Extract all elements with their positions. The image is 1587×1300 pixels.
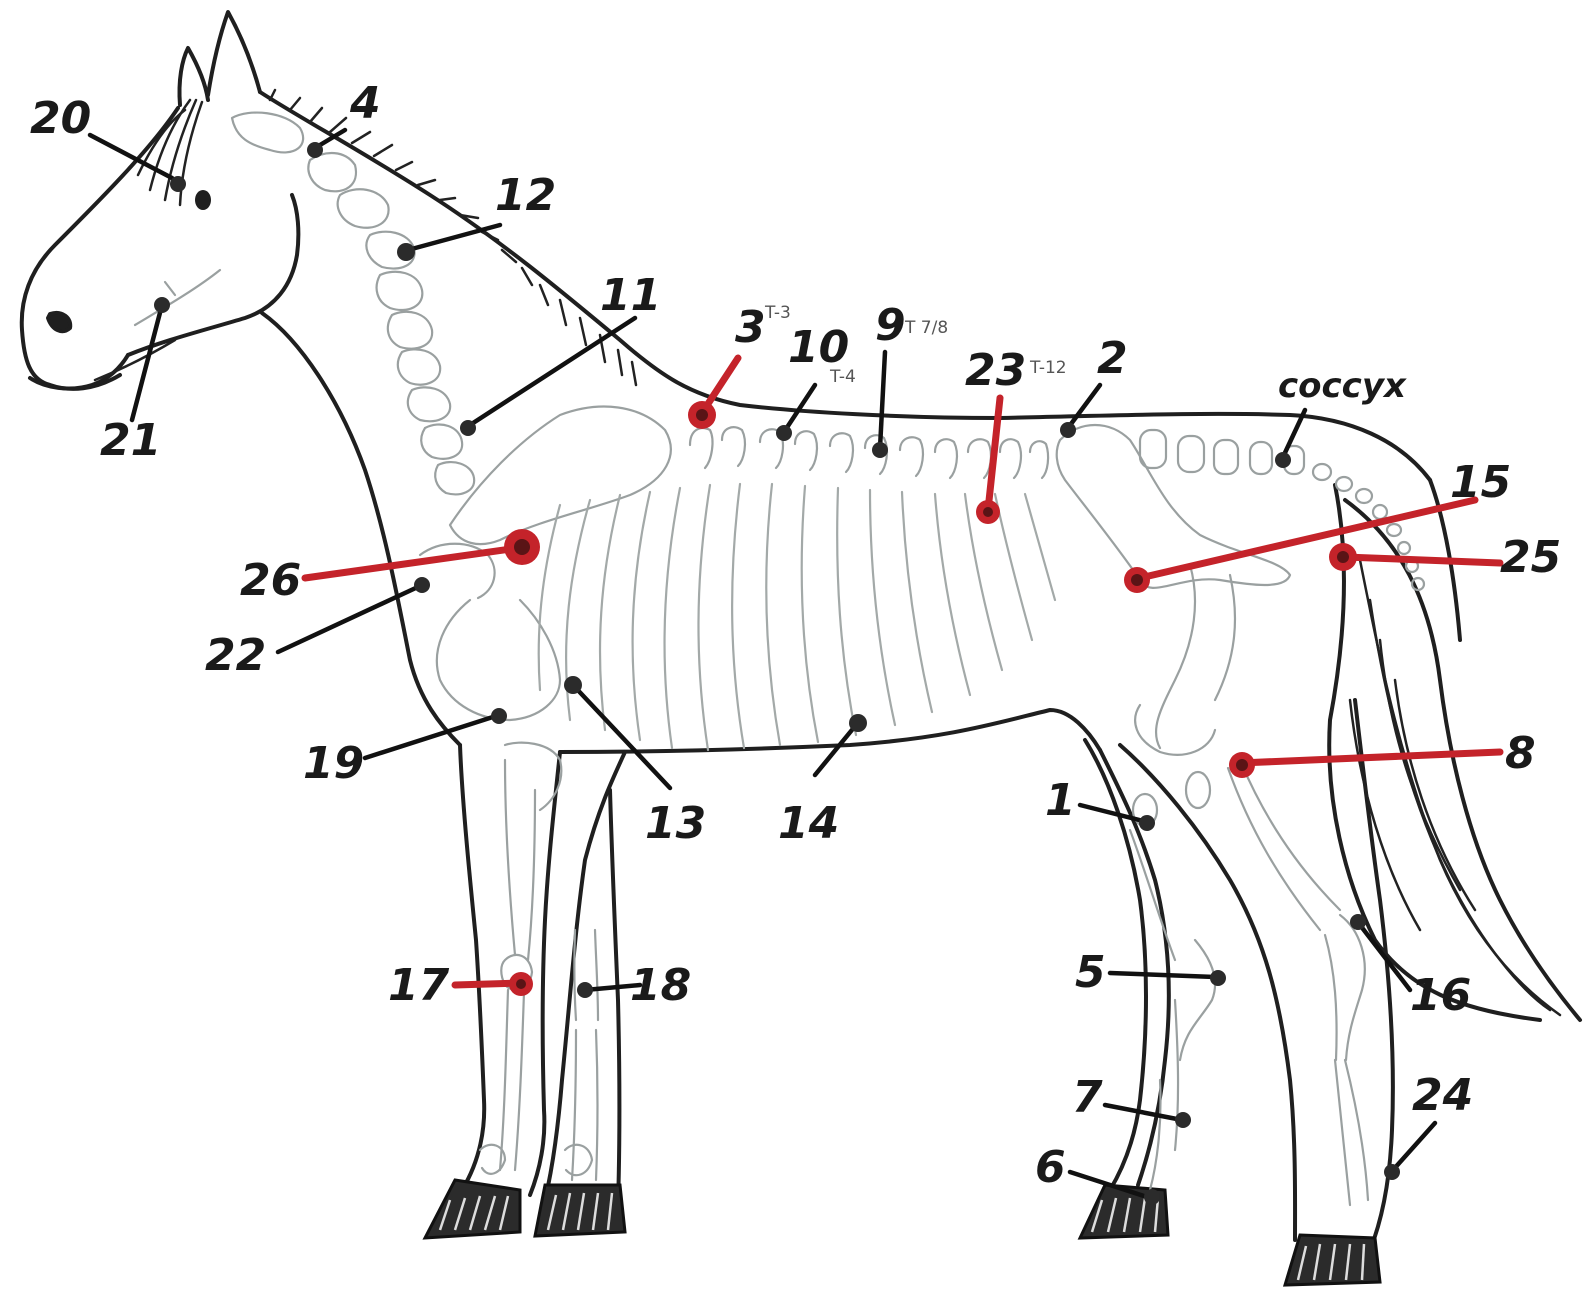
point-markers [154,142,1400,1205]
label-3: 3 [735,302,766,353]
marker-19[interactable] [491,708,507,724]
label-16: 16 [1410,970,1471,1021]
marker-14[interactable] [849,714,867,732]
leader-2 [1068,385,1100,428]
marker-22[interactable] [414,577,430,593]
marker-11[interactable] [460,420,476,436]
label-19: 19 [303,738,364,789]
label-4: 4 [349,78,381,129]
marker-12[interactable] [397,243,415,261]
leader-lines [90,130,1500,1198]
leader-25 [1345,557,1500,563]
marker-1[interactable] [1139,815,1155,831]
hoof-hind-right [1285,1235,1380,1285]
leader-19 [365,716,496,758]
leader-1 [1080,805,1147,822]
ribs [539,484,1055,750]
label-1: 1 [1045,775,1076,826]
marker-6[interactable] [1144,1189,1160,1205]
leader-23 [988,398,1000,510]
marker-2[interactable] [1060,422,1076,438]
point-labels: 20 21 4 12 11 3 T-3 10 T-4 9 T 7/8 23 T-… [30,78,1561,1193]
cervical-vertebrae [308,153,474,494]
marker-25-core [1337,551,1349,563]
marker-18[interactable] [577,982,593,998]
marker-13[interactable] [564,676,582,694]
hooves [425,1180,1380,1285]
leader-12 [408,225,500,250]
label-2: 2 [1097,333,1128,384]
leader-13 [573,685,670,788]
label-coccyx: coccyx [1278,366,1407,406]
label-12: 12 [495,170,556,221]
label-25: 25 [1500,532,1561,583]
label-20: 20 [30,93,91,144]
marker-10[interactable] [776,425,792,441]
leader-24 [1393,1123,1435,1170]
marker-8-core [1236,759,1248,771]
label-9: 9 [875,300,906,351]
label-10: 10 [788,322,849,373]
label-17: 17 [388,960,450,1011]
marker-16[interactable] [1350,914,1366,930]
label-14: 14 [778,798,839,849]
label-6: 6 [1035,1142,1066,1193]
label-23: 23 [965,345,1026,396]
label-26: 26 [240,555,301,606]
marker-24[interactable] [1384,1164,1400,1180]
marker-17-core [516,979,526,989]
hoof-front-right [535,1185,625,1236]
hoof-front-left [425,1180,520,1238]
label-24: 24 [1412,1070,1473,1121]
label-8: 8 [1505,728,1536,779]
label-23-sub: T-12 [1029,358,1067,378]
marker-21[interactable] [154,297,170,313]
label-18: 18 [630,960,691,1011]
label-15: 15 [1450,457,1511,508]
marker-9[interactable] [872,442,888,458]
label-10-sub: T-4 [829,367,856,387]
leader-26 [305,548,518,578]
label-5: 5 [1075,947,1106,998]
label-13: 13 [645,798,706,849]
marker-5[interactable] [1210,970,1226,986]
marker-coccyx[interactable] [1275,452,1291,468]
marker-20[interactable] [170,176,186,192]
leader-7 [1105,1105,1182,1120]
leader-15 [1140,500,1475,578]
label-7: 7 [1072,1072,1103,1123]
leader-5 [1110,973,1215,977]
label-22: 22 [205,630,266,681]
label-21: 21 [100,415,161,466]
marker-23-core [983,507,993,517]
leader-8 [1240,752,1500,763]
marker-7[interactable] [1175,1112,1191,1128]
label-3-sub: T-3 [764,303,791,323]
label-9-sub: T 7/8 [904,318,948,338]
skeleton [135,113,1424,1205]
leader-9 [880,352,885,448]
leader-14 [815,725,856,775]
marker-15-core [1131,574,1143,586]
marker-3-core [696,409,708,421]
marker-26-core [514,539,530,555]
leader-11 [470,318,635,425]
marker-4[interactable] [307,142,323,158]
label-11: 11 [600,270,661,321]
